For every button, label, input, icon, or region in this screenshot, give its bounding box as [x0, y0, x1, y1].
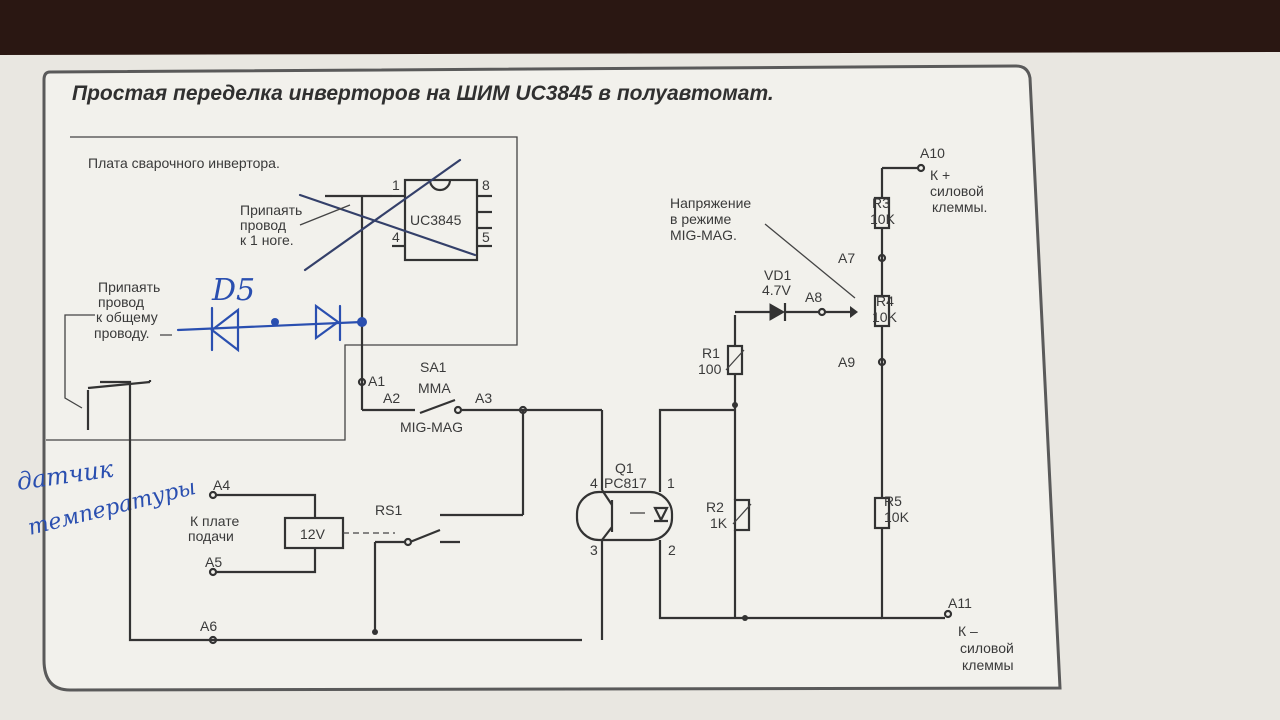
svg-text:проводу.: проводу. — [94, 325, 150, 341]
svg-text:к 1 ноге.: к 1 ноге. — [240, 232, 294, 248]
diagram-frame — [42, 64, 1062, 692]
svg-text:Припаять: Припаять — [98, 279, 160, 295]
svg-text:силовой: силовой — [930, 183, 984, 199]
sa1-ref: SA1 — [420, 359, 447, 375]
svg-text:подачи: подачи — [188, 528, 234, 544]
optocoupler-q1: Q1 PC817 4 3 1 2 — [575, 460, 676, 558]
svg-text:К +: К + — [930, 167, 950, 183]
svg-text:R2: R2 — [706, 499, 724, 515]
svg-text:10K: 10K — [884, 509, 910, 525]
svg-text:R4: R4 — [876, 293, 894, 309]
svg-text:RS1: RS1 — [375, 502, 402, 518]
svg-text:1K: 1K — [710, 515, 728, 531]
svg-text:100: 100 — [698, 361, 722, 377]
svg-text:в режиме: в режиме — [670, 211, 732, 227]
q1-pin-2: 2 — [668, 542, 676, 558]
svg-text:клеммы.: клеммы. — [932, 199, 987, 215]
point-a6: A6 — [200, 618, 217, 634]
svg-text:силовой: силовой — [960, 640, 1014, 656]
sa1-mig: MIG-MAG — [400, 419, 463, 435]
svg-text:Напряжение: Напряжение — [670, 195, 751, 211]
ic-pin-1: 1 — [392, 177, 400, 193]
relay-contact-rs1: RS1 — [372, 502, 460, 635]
svg-text:К –: К – — [958, 623, 978, 639]
svg-text:12V: 12V — [300, 526, 326, 542]
resistor-r3: R3 10K — [870, 195, 896, 230]
q1-part: PC817 — [604, 475, 647, 491]
feeder-label: К плате подачи — [188, 513, 240, 544]
svg-text:клеммы: клеммы — [962, 657, 1014, 673]
q1-pin-4: 4 — [590, 475, 598, 491]
potentiometer-r4: R4 10K — [872, 293, 898, 328]
point-a1: A1 — [368, 373, 385, 389]
q1-pin-1: 1 — [667, 475, 675, 491]
inverter-board-label: Плата сварочного инвертора. — [88, 155, 280, 171]
handwritten-d5: D5 — [211, 273, 255, 308]
svg-text:Припаять: Припаять — [240, 202, 302, 218]
ic-pin-8: 8 — [482, 177, 490, 193]
terminal-minus-label: К – силовой клеммы — [958, 623, 1014, 673]
point-a3: A3 — [475, 390, 492, 406]
ic-pin-5: 5 — [482, 229, 490, 245]
q1-pin-3: 3 — [590, 542, 598, 558]
solder-pin1-note: Припаять провод к 1 ноге. — [240, 202, 302, 248]
svg-text:10K: 10K — [872, 309, 898, 325]
svg-text:к общему: к общему — [96, 309, 158, 325]
svg-text:VD1: VD1 — [764, 267, 791, 283]
q1-ref: Q1 — [615, 460, 634, 476]
svg-text:R1: R1 — [702, 345, 720, 361]
point-a11: A11 — [948, 595, 972, 611]
svg-text:провод: провод — [98, 294, 144, 310]
svg-text:MIG-MAG.: MIG-MAG. — [670, 227, 737, 243]
point-a7: A7 — [838, 250, 855, 266]
sa1-mode-switch[interactable]: SA1 MMA MIG-MAG — [357, 359, 604, 490]
point-a4: A4 — [213, 477, 230, 493]
thermal-switch — [86, 380, 152, 430]
point-a10: A10 — [920, 145, 945, 161]
svg-text:R5: R5 — [884, 493, 902, 509]
diagram-title: Простая переделка инверторов на ШИМ UC38… — [72, 82, 774, 105]
ic-pin-4: 4 — [392, 229, 400, 245]
svg-text:10K: 10K — [870, 211, 896, 227]
solder-common-note: Припаять провод к общему проводу. — [94, 279, 160, 341]
point-a2: A2 — [383, 390, 400, 406]
terminal-plus-label: К + силовой клеммы. — [930, 167, 987, 215]
resistor-r2: R2 1K — [706, 498, 752, 532]
point-a5: A5 — [205, 554, 222, 570]
svg-text:провод: провод — [240, 217, 286, 233]
uc3845-ic: UC3845 1 8 4 5 — [392, 177, 492, 262]
inverter-board-outline — [46, 136, 518, 441]
svg-text:R3: R3 — [872, 195, 890, 211]
point-a8: A8 — [805, 289, 822, 305]
handwritten-diode-chain — [176, 303, 367, 353]
svg-text:4.7V: 4.7V — [762, 282, 791, 298]
ic-name: UC3845 — [410, 212, 462, 228]
zener-vd1: VD1 4.7V — [762, 267, 791, 321]
sa1-mma: MMA — [418, 380, 451, 396]
resistor-r1: R1 100 — [698, 344, 745, 377]
svg-text:К плате: К плате — [190, 513, 240, 529]
resistor-r5: R5 10K — [873, 493, 910, 530]
point-a9: A9 — [838, 354, 855, 370]
voltage-note: Напряжение в режиме MIG-MAG. — [670, 195, 751, 243]
